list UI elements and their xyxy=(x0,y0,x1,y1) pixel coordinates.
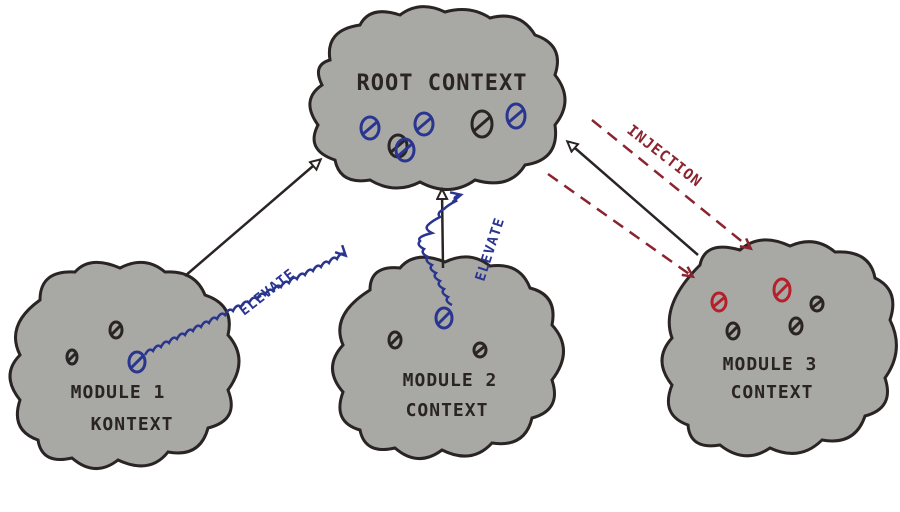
elevate-label-1: ELEVATE xyxy=(237,266,299,319)
module-3-subtitle: CONTEXT xyxy=(731,382,814,403)
root-context-cloud xyxy=(308,5,567,191)
module-2-cloud xyxy=(331,255,565,460)
bean-icon xyxy=(788,316,804,336)
bean-icon xyxy=(809,295,825,313)
injection-arrow-upper xyxy=(591,119,750,248)
module-3-title: MODULE 3 xyxy=(723,354,818,375)
bean-icon xyxy=(387,330,403,350)
bean-icon xyxy=(434,306,454,330)
elevate-arrow-module-2 xyxy=(417,195,460,307)
parent-arrow-module-3 xyxy=(568,142,699,256)
bean-icon xyxy=(359,115,381,141)
bean-icon xyxy=(472,341,488,359)
module-2-title: MODULE 2 xyxy=(403,370,498,391)
bean-icon xyxy=(65,348,79,366)
parent-arrow-module-2 xyxy=(442,190,443,269)
bean-icon xyxy=(725,321,741,341)
module-1-beans xyxy=(65,320,147,374)
module-3-beans xyxy=(710,277,825,341)
module-1-title: MODULE 1 xyxy=(71,382,166,403)
module-2-subtitle: CONTEXT xyxy=(406,400,489,421)
bean-icon xyxy=(772,277,792,303)
module-1-subtitle: KONTEXT xyxy=(91,414,174,435)
module-1-cloud xyxy=(8,260,241,470)
bean-icon xyxy=(413,111,435,137)
root-context-title: ROOT CONTEXT xyxy=(357,71,528,96)
parent-arrow-module-1 xyxy=(184,160,320,277)
bean-icon xyxy=(710,291,728,313)
bean-icon xyxy=(108,320,124,340)
bean-icon xyxy=(127,350,147,374)
module-3-cloud xyxy=(660,238,898,458)
bean-icon xyxy=(470,109,494,139)
module-2-beans xyxy=(387,306,488,359)
bean-icon xyxy=(394,137,416,163)
elevate-arrow-module-1 xyxy=(143,254,345,356)
injection-label: INJECTION xyxy=(624,121,706,191)
injection-arrow-lower xyxy=(547,172,692,276)
root-context-beans xyxy=(359,102,527,163)
bean-icon xyxy=(505,102,527,130)
